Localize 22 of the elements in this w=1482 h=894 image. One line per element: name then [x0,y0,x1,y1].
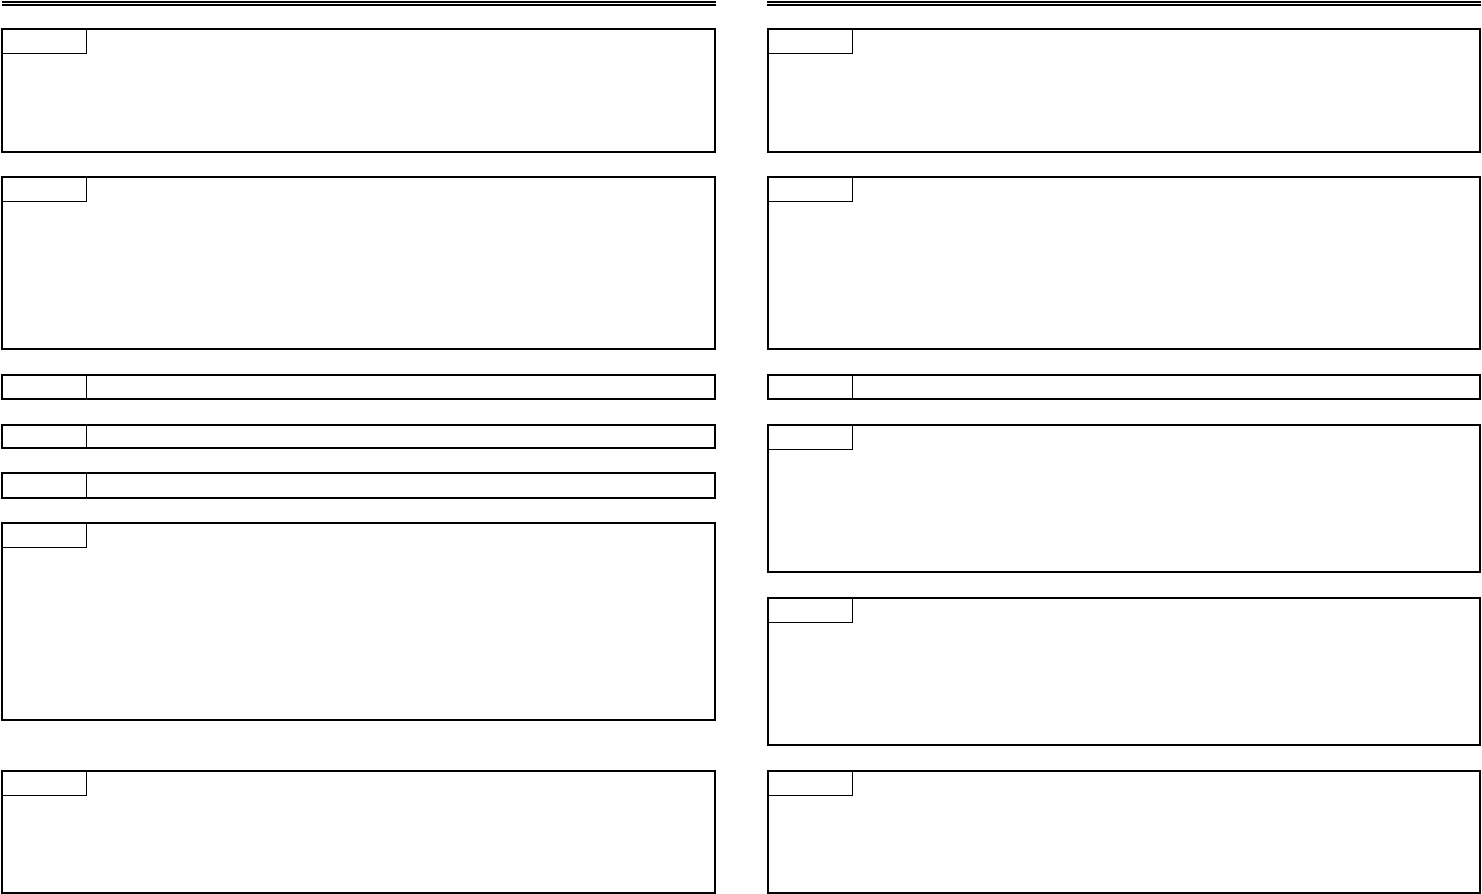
label-tab [3,772,87,796]
form-panel [1,424,716,449]
label-tab [769,426,853,450]
label-tab [769,30,853,54]
form-panel [1,770,716,894]
form-panel [767,374,1481,400]
label-tab [3,178,87,202]
form-panel [1,176,716,350]
label-tab [769,772,853,796]
form-panel [1,472,716,499]
form-panel [767,597,1481,746]
label-tab [769,599,853,623]
form-panel [767,424,1481,573]
label-tab [3,30,87,54]
form-panel [1,28,716,153]
form-panel [1,522,716,721]
form-panel [767,770,1481,894]
label-tab [3,524,87,548]
form-panel [767,176,1481,350]
form-panel [767,28,1481,153]
label-tab [769,178,853,202]
form-panel [1,374,716,400]
